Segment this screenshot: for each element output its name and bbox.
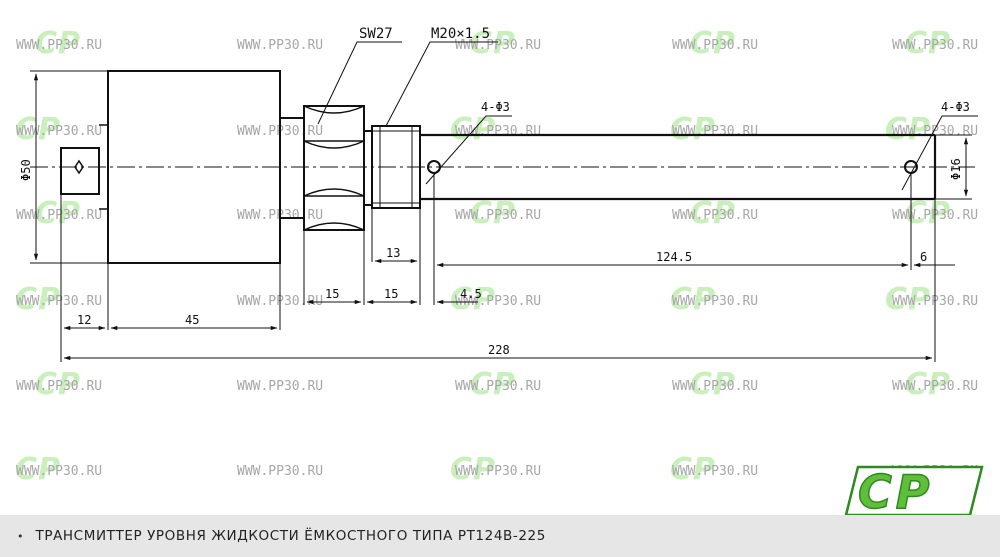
dim-text-diameter-rod: Φ16 (949, 158, 963, 180)
connector (60, 147, 100, 195)
watermark-logo: СР (690, 196, 736, 231)
caption-bullet: • (17, 529, 24, 543)
watermark-logo: СР (690, 367, 736, 402)
watermark-logo: СР (885, 112, 931, 147)
watermark-logo: СР (15, 282, 61, 317)
dim-text-diameter-body: Φ50 (19, 159, 33, 181)
watermark-logo: СР (450, 452, 496, 487)
watermark-logo: СР (690, 26, 736, 61)
connector-mark (74, 159, 84, 175)
dim-text-6: 6 (920, 250, 927, 264)
collar (363, 130, 373, 206)
watermark-text: WWW.PP30.RU (672, 294, 758, 309)
caption-text: ТРАНСМИТТЕР УРОВНЯ ЖИДКОСТИ ЁМКОСТНОГО Т… (35, 528, 546, 544)
watermark-text: WWW.PP30.RU (16, 208, 102, 223)
watermark-text: WWW.PP30.RU (455, 464, 541, 479)
hex-nut (303, 105, 365, 231)
watermark-text: WWW.PP30.RU (237, 379, 323, 394)
callout-thread: M20×1.5 (431, 26, 490, 42)
watermark-text: WWW.PP30.RU (237, 38, 323, 53)
leader-sw (317, 41, 402, 125)
thread (371, 125, 421, 209)
dim-text-45: 45 (185, 313, 199, 327)
watermark-text: WWW.PP30.RU (672, 38, 758, 53)
watermark-text: WWW.PP30.RU (455, 208, 541, 223)
watermark-logo: СР (470, 367, 516, 402)
callout-hole-left: 4-Φ3 (481, 100, 510, 114)
leader-hole-right (901, 115, 978, 191)
dim-text-12: 12 (77, 313, 91, 327)
watermark-logo: СР (670, 112, 716, 147)
leader-thread (385, 41, 498, 127)
watermark-text: WWW.PP30.RU (16, 38, 102, 53)
watermark-text: WWW.PP30.RU (16, 124, 102, 139)
callout-hole-right: 4-Φ3 (941, 100, 970, 114)
watermark-text: WWW.PP30.RU (16, 379, 102, 394)
watermark-logo: СР (450, 282, 496, 317)
watermark-text: WWW.PP30.RU (672, 208, 758, 223)
caption-bar: • ТРАНСМИТТЕР УРОВНЯ ЖИДКОСТИ ЁМКОСТНОГО… (0, 515, 1000, 557)
watermark-text: WWW.PP30.RU (672, 464, 758, 479)
watermark-logo: СР (470, 196, 516, 231)
dim-text-13: 13 (386, 246, 400, 260)
watermark-logo: СР (470, 26, 516, 61)
watermark-logo: СР (905, 196, 951, 231)
callout-sw: SW27 (359, 26, 393, 42)
brand-logo: СР (844, 464, 984, 515)
dim-text-228: 228 (488, 343, 510, 357)
brand-logo-text: СР (858, 465, 933, 515)
watermark-text: WWW.PP30.RU (455, 379, 541, 394)
watermark-text: WWW.PP30.RU (237, 464, 323, 479)
watermark-text: WWW.PP30.RU (892, 38, 978, 53)
leader-hole-left (425, 115, 512, 185)
watermark-logo: СР (35, 196, 81, 231)
dim-text-15a: 15 (325, 287, 339, 301)
watermark-logo: СР (15, 452, 61, 487)
dim-text-4-5: 4.5 (460, 287, 482, 301)
watermark-text: WWW.PP30.RU (672, 124, 758, 139)
watermark-logo: СР (885, 282, 931, 317)
watermark-logo: СР (905, 26, 951, 61)
watermark-logo: СР (35, 367, 81, 402)
watermark-text: WWW.PP30.RU (16, 294, 102, 309)
dim-text-124-5: 124.5 (656, 250, 692, 264)
watermark-logo: СР (670, 282, 716, 317)
watermark-text: WWW.PP30.RU (455, 294, 541, 309)
watermark-text: WWW.PP30.RU (672, 379, 758, 394)
watermark-logo: СР (670, 452, 716, 487)
watermark-logo: СР (35, 26, 81, 61)
dim-text-15b: 15 (384, 287, 398, 301)
watermark-text: WWW.PP30.RU (16, 464, 102, 479)
watermark-logo: СР (905, 367, 951, 402)
watermark-text: WWW.PP30.RU (892, 379, 978, 394)
watermark-logo: СР (450, 112, 496, 147)
